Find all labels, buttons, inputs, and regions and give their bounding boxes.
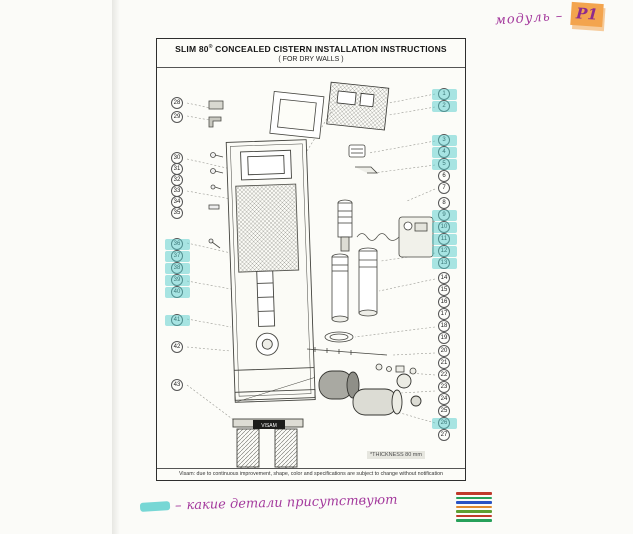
thickness-note: *THICKNESS 80 mm bbox=[367, 451, 425, 459]
callout-left: 38 bbox=[165, 262, 190, 274]
callout-left: 39 bbox=[165, 274, 190, 286]
title-description: CONCEALED CISTERN INSTALLATION INSTRUCTI… bbox=[212, 44, 447, 54]
left-small-parts bbox=[208, 100, 224, 249]
callout-left: 29 bbox=[171, 111, 183, 123]
flush-button-plate bbox=[326, 81, 390, 131]
connection-pipes bbox=[318, 370, 422, 416]
callout-right: 27 bbox=[438, 429, 450, 441]
color-bar bbox=[456, 492, 492, 495]
flexible-hose bbox=[356, 233, 400, 241]
callout-left: 40 bbox=[165, 286, 190, 298]
callout-left: 42 bbox=[171, 341, 183, 353]
callout-left: 36 bbox=[165, 238, 190, 250]
callout-right: 10 bbox=[432, 221, 457, 233]
cistern-support-frame bbox=[225, 139, 316, 403]
handwritten-module-id-highlighted: P1 bbox=[570, 1, 604, 28]
brand-label: VISAM bbox=[261, 423, 277, 429]
callout-right: 3 bbox=[432, 134, 457, 146]
color-bar bbox=[456, 501, 492, 504]
exploded-parts-diagram: VISAM bbox=[186, 81, 436, 475]
instruction-sheet-frame: SLIM 80® CONCEALED CISTERN INSTALLATION … bbox=[156, 38, 466, 481]
callout-left: 28 bbox=[171, 97, 183, 109]
callout-right: 11 bbox=[432, 233, 457, 245]
title-block: SLIM 80® CONCEALED CISTERN INSTALLATION … bbox=[157, 39, 465, 68]
color-bar bbox=[456, 510, 492, 513]
callout-right: 25 bbox=[438, 405, 450, 417]
callout-left: 41 bbox=[165, 314, 190, 326]
bottom-note-dash: – bbox=[174, 498, 182, 514]
callout-right: 19 bbox=[438, 332, 450, 344]
callout-left: 35 bbox=[171, 207, 183, 219]
callout-right: 1 bbox=[432, 88, 457, 100]
callout-right: 18 bbox=[438, 320, 450, 332]
callout-right: 12 bbox=[432, 245, 457, 257]
float-valve-parts bbox=[337, 144, 434, 258]
color-bar bbox=[456, 514, 492, 517]
callout-right: 16 bbox=[438, 296, 450, 308]
color-bar bbox=[456, 505, 492, 508]
title-divider bbox=[157, 67, 465, 68]
callout-left: 34 bbox=[171, 196, 183, 208]
gasket-and-fixings bbox=[306, 331, 417, 375]
callout-right: 13 bbox=[432, 257, 457, 269]
scan-paper-edge bbox=[112, 0, 120, 534]
page-title: SLIM 80® CONCEALED CISTERN INSTALLATION … bbox=[157, 44, 465, 54]
callout-left: 37 bbox=[165, 250, 190, 262]
callout-right: 9 bbox=[432, 209, 457, 221]
callout-right: 24 bbox=[438, 393, 450, 405]
callout-right: 7 bbox=[438, 182, 450, 194]
title-trademark: ® bbox=[208, 44, 213, 51]
callout-right: 23 bbox=[438, 381, 450, 393]
callout-right: 15 bbox=[438, 284, 450, 296]
callout-right: 5 bbox=[432, 158, 457, 170]
handwritten-module-note: модуль – bbox=[494, 8, 564, 29]
callout-right: 21 bbox=[438, 357, 450, 369]
cistern-tank bbox=[235, 183, 300, 273]
color-calibration-strip bbox=[456, 492, 492, 522]
brand-plate bbox=[253, 420, 285, 429]
flush-pipe bbox=[256, 270, 276, 327]
callout-right: 17 bbox=[438, 308, 450, 320]
callout-right: 14 bbox=[438, 272, 450, 284]
title-product-name: SLIM 80 bbox=[175, 44, 209, 54]
color-bar bbox=[456, 519, 492, 522]
cyan-marker-stroke bbox=[139, 501, 171, 512]
callout-right: 8 bbox=[438, 197, 450, 209]
disclaimer-footnote: Visam: due to continuous improvement, sh… bbox=[157, 468, 465, 480]
callout-right: 20 bbox=[438, 345, 450, 357]
valve-cartridges bbox=[331, 247, 378, 323]
callout-right: 6 bbox=[438, 170, 450, 182]
callout-right: 2 bbox=[432, 100, 457, 112]
handwritten-bottom-note: – какие детали присутствуют bbox=[139, 492, 398, 515]
bottom-note-text: какие детали присутствуют bbox=[186, 492, 398, 514]
callout-right: 26 bbox=[432, 417, 457, 429]
page-subtitle: ( FOR DRY WALLS ) bbox=[278, 56, 344, 63]
color-bar bbox=[456, 496, 492, 499]
callout-right: 22 bbox=[438, 369, 450, 381]
callout-left: 43 bbox=[171, 379, 183, 391]
mounting-frame-plate bbox=[269, 91, 325, 139]
callout-right: 4 bbox=[432, 146, 457, 158]
